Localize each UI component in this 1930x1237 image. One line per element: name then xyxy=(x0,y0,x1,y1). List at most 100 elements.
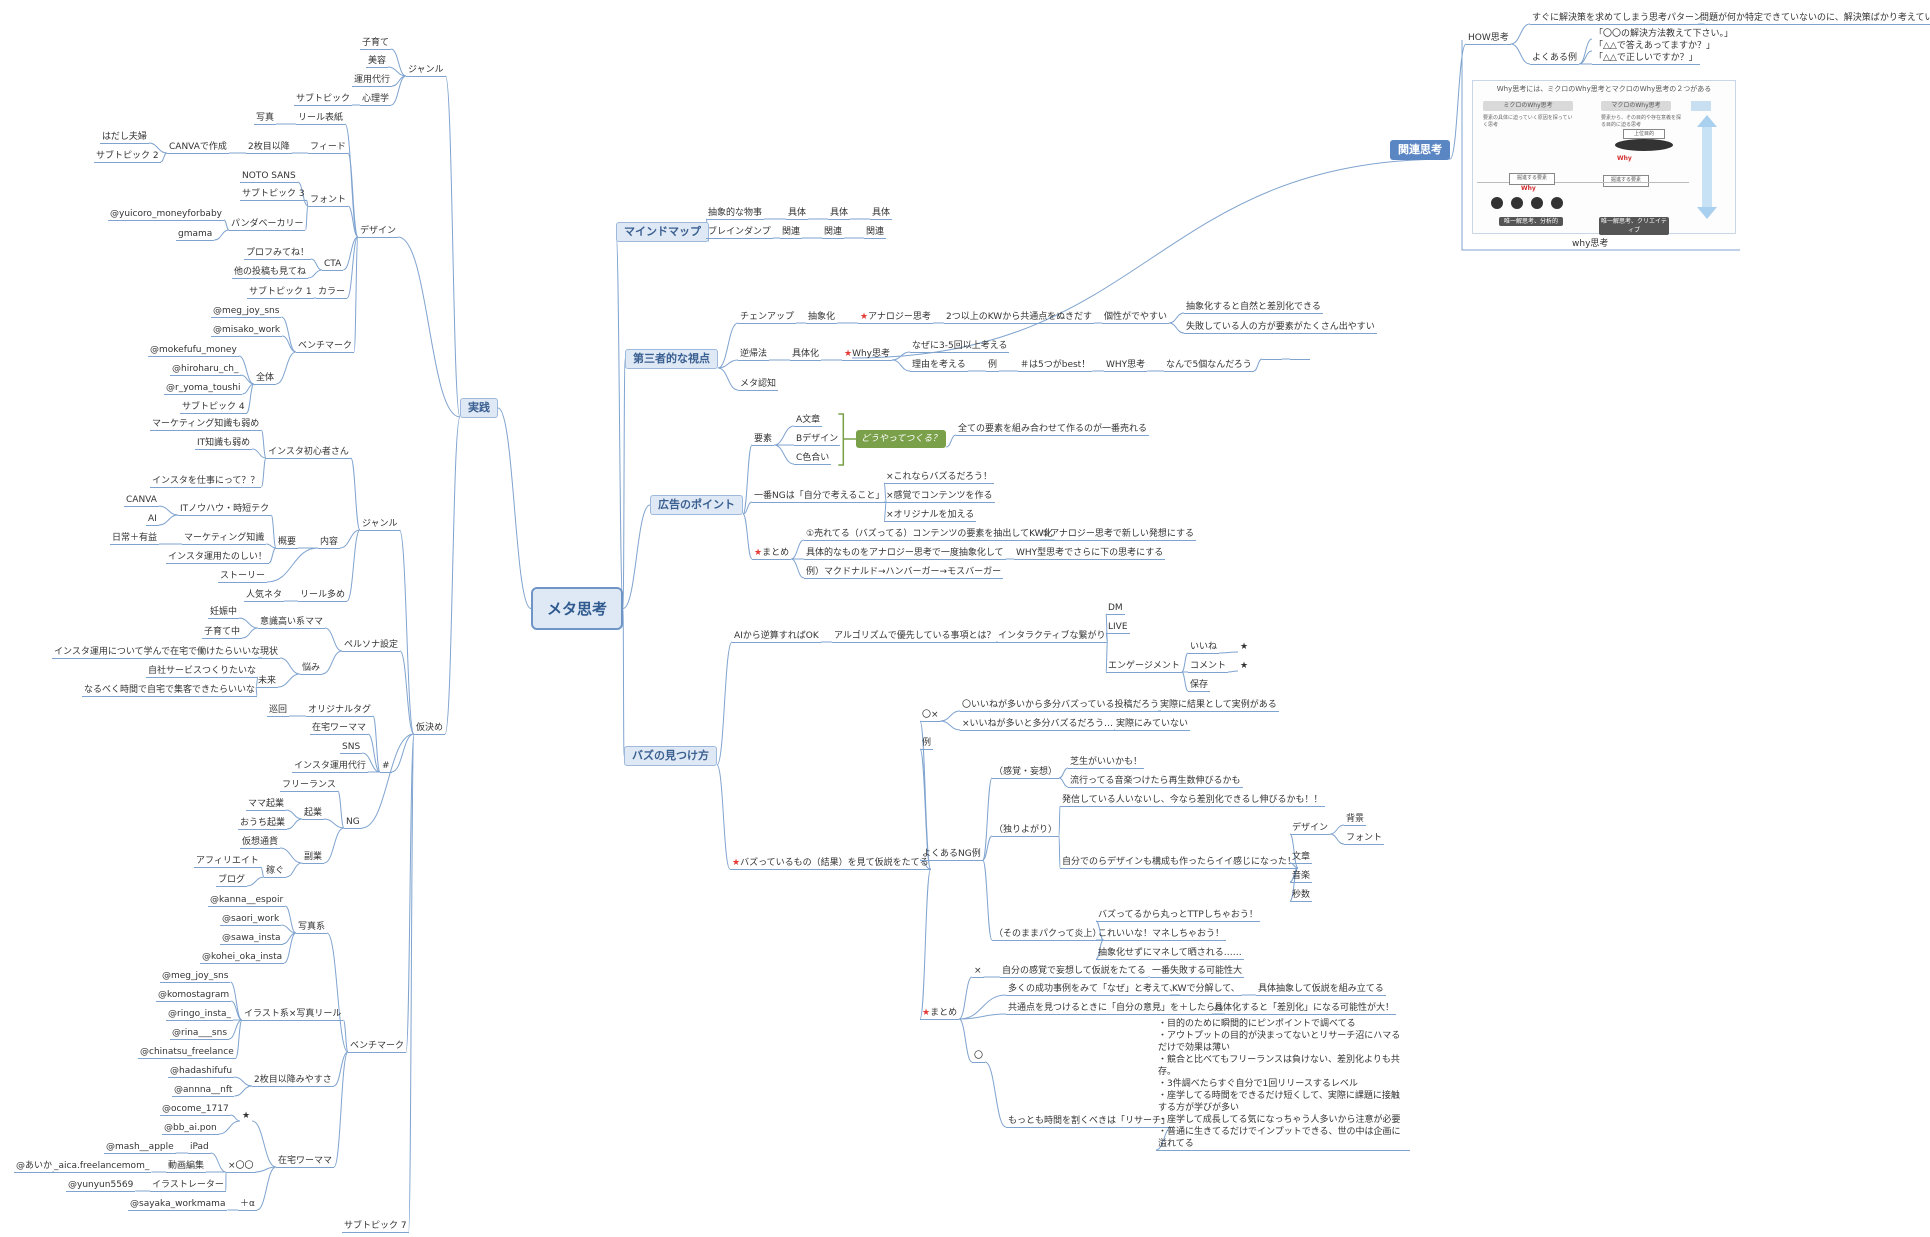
mind-gutai-3[interactable]: 具体 xyxy=(870,208,893,220)
jibun-kankaku[interactable]: 自分の感覚で妄想して仮説をたてる xyxy=(1000,966,1148,978)
gutaika[interactable]: 具体化 xyxy=(790,349,822,361)
kyotsuten[interactable]: 共通点を見つけるときに「自分の意見」を＋したら◎ xyxy=(1006,1003,1225,1015)
nayami[interactable]: 悩み xyxy=(300,663,323,675)
ichiban-shippai[interactable]: 一番失敗する可能性大 xyxy=(1150,966,1245,978)
engagement[interactable]: エンゲージメント xyxy=(1106,661,1182,673)
mind-kanren-1[interactable]: 関連 xyxy=(780,227,803,239)
naru[interactable]: なるべく時間で自宅で集客できたらいいな xyxy=(82,685,258,697)
kw-extract[interactable]: 2つ以上のKWから共通点をぬきだす xyxy=(944,312,1095,324)
why-shikou-node[interactable]: ★Why思考 xyxy=(842,348,893,361)
bunsho[interactable]: 文章 xyxy=(1290,852,1313,864)
affiliate[interactable]: アフィリエイト xyxy=(194,856,261,868)
sabetsuka[interactable]: 抽象化すると自然と差別化できる xyxy=(1184,302,1323,314)
byosu[interactable]: 秒数 xyxy=(1290,890,1313,902)
mind-gutai-2[interactable]: 具体 xyxy=(828,208,851,220)
o-result[interactable]: 実際に結果として実例がある xyxy=(1158,700,1279,712)
star-a[interactable]: ★ xyxy=(1240,642,1249,652)
topic-ad-points[interactable]: 広告のポイント xyxy=(650,495,743,515)
research[interactable]: もっとも時間を割くべきは「リサーチ」 xyxy=(1006,1116,1173,1128)
hitori[interactable]: （独りよがり） xyxy=(992,825,1060,837)
bench-1[interactable]: ベンチマーク xyxy=(296,341,355,353)
m3[interactable]: 例）マクドナルド→ハンバーガー→モスバーガー xyxy=(804,567,1004,579)
kasetsu[interactable]: 仮決め xyxy=(414,723,446,735)
photo[interactable]: 写真 xyxy=(254,113,277,125)
sub-1[interactable]: サブトピック xyxy=(294,94,353,106)
dm[interactable]: DM xyxy=(1106,603,1125,615)
enekiho[interactable]: 逆帰法 xyxy=(738,349,770,361)
fukugyou[interactable]: 副業 xyxy=(302,852,325,864)
freelance[interactable]: フリーランス xyxy=(280,780,338,792)
ninshin[interactable]: 妊娠中 xyxy=(208,607,240,619)
zenbu[interactable]: 全ての要素を組み合わせて作るのが一番売れる xyxy=(956,424,1150,436)
buzz-design[interactable]: デザイン xyxy=(1290,823,1331,835)
komo[interactable]: @komostagram xyxy=(156,990,232,1002)
sub-3[interactable]: サブトピック 3 xyxy=(240,189,307,201)
nimai[interactable]: 2枚目以降 xyxy=(246,142,292,154)
comment[interactable]: コメント xyxy=(1188,661,1229,673)
yokuaru-ng[interactable]: よくあるNG例 xyxy=(920,849,983,861)
ongaku[interactable]: 音楽 xyxy=(1290,871,1313,883)
aica[interactable]: _aica.freelancemom_ xyxy=(52,1161,152,1173)
yuicoro[interactable]: @yuicoro_moneyforbaby xyxy=(108,209,224,221)
genre-1[interactable]: ジャンル xyxy=(406,65,446,77)
hadashi[interactable]: はだし夫婦 xyxy=(100,132,149,144)
ichiban-ng[interactable]: 一番NGは「自分で考えること」 xyxy=(752,491,887,503)
gmama[interactable]: gmama xyxy=(176,229,215,241)
algo[interactable]: アルゴリズムで優先している事項とは？ xyxy=(832,631,998,643)
douyatte[interactable]: どうやってつくる？ xyxy=(856,430,947,448)
unyou[interactable]: 運用代行 xyxy=(352,75,393,87)
font[interactable]: フォント xyxy=(308,195,349,207)
zentai[interactable]: 全体 xyxy=(254,373,277,385)
gaiyou[interactable]: 概要 xyxy=(276,537,299,549)
reel-many[interactable]: リール多め xyxy=(298,590,348,602)
ai-line[interactable]: AIから逆算すればOK xyxy=(732,631,821,643)
sub-4[interactable]: サブトピック 4 xyxy=(180,402,247,414)
mondai[interactable]: 問題が何か特定できていないのに、解決策ばかり考えている xyxy=(1698,12,1930,25)
rina[interactable]: @rina___sns xyxy=(170,1028,230,1040)
sawa[interactable]: @sawa_insta xyxy=(220,933,283,945)
cta[interactable]: CTA xyxy=(322,259,344,271)
m2a[interactable]: 具体的なものをアナロジー思考で一度抽象化して xyxy=(804,548,1006,560)
buzz-maru[interactable]: 〇 xyxy=(972,1051,986,1063)
hashtag[interactable]: # xyxy=(380,761,392,773)
feed[interactable]: フィード xyxy=(308,142,348,154)
ex-1[interactable]: 「〇〇の解決方法教えて下さい。」 xyxy=(1594,29,1734,39)
sub-7[interactable]: サブトピック 7 xyxy=(342,1221,409,1233)
ad-youso[interactable]: 要素 xyxy=(752,434,775,446)
mind-gutai-1[interactable]: 具体 xyxy=(786,208,809,220)
illustrator[interactable]: イラストレーター xyxy=(150,1180,226,1192)
insta-fun[interactable]: インスタ運用たのしい！ xyxy=(166,552,269,564)
meg-2[interactable]: @meg_joy_sns xyxy=(160,971,231,983)
gutai-chushou[interactable]: 具体抽象して仮説を組み立てる xyxy=(1256,984,1386,996)
kasou[interactable]: 仮想通貨 xyxy=(240,837,281,849)
it-nouhau[interactable]: ITノウハウ・時短テク xyxy=(178,504,272,516)
m1b[interactable]: ②アナロジー思考で新しい発想にする xyxy=(1040,529,1196,541)
mind-kanren-2[interactable]: 関連 xyxy=(822,227,845,239)
kanna[interactable]: @kanna__espoir xyxy=(208,895,286,907)
meta-ninchi[interactable]: メタ認知 xyxy=(738,379,779,391)
mind-abstract[interactable]: 抽象的な物事 xyxy=(706,208,765,220)
iine[interactable]: いいね xyxy=(1188,642,1220,654)
central-topic[interactable]: メタ思考 xyxy=(531,587,624,630)
plus-alpha[interactable]: ＋α xyxy=(238,1199,257,1211)
meg-1[interactable]: @meg_joy_sns xyxy=(211,306,282,318)
chushoka[interactable]: 抽象化 xyxy=(806,312,838,324)
pakutte[interactable]: バズってるから丸っとTTPしちゃおう！ xyxy=(1096,910,1260,922)
buzz-matome[interactable]: ★まとめ xyxy=(920,1007,960,1020)
it-weak[interactable]: IT知識も弱め xyxy=(195,438,253,450)
katei[interactable]: ★バズっているもの（結果）を見て仮説をたてる xyxy=(730,857,931,870)
hadashifufu[interactable]: @hadashifufu xyxy=(168,1066,235,1078)
sns[interactable]: SNS xyxy=(340,742,363,754)
reel-cover[interactable]: リール表紙 xyxy=(296,113,346,125)
insta-beginner[interactable]: インスタ初心者さん xyxy=(266,447,351,459)
ringo[interactable]: @ringo_insta_ xyxy=(166,1009,234,1021)
chushoka-sezu[interactable]: 抽象化せずにマネして晒される…… xyxy=(1096,948,1244,960)
o-line[interactable]: 〇いいねが多いから多分バズっている投稿だろう xyxy=(960,700,1162,712)
sonomama[interactable]: （そのままパクって炎上） xyxy=(992,929,1104,941)
jibun[interactable]: 自分でのらデザインも構成も作ったらイイ感じになった！ xyxy=(1060,857,1299,869)
ng-x3[interactable]: ×オリジナルを加える xyxy=(884,510,977,522)
ad-a[interactable]: A文章 xyxy=(794,415,823,427)
haikei[interactable]: 背景 xyxy=(1344,814,1367,826)
douga[interactable]: 動画編集 xyxy=(166,1161,207,1173)
nichijo[interactable]: 日常＋有益 xyxy=(110,533,160,545)
